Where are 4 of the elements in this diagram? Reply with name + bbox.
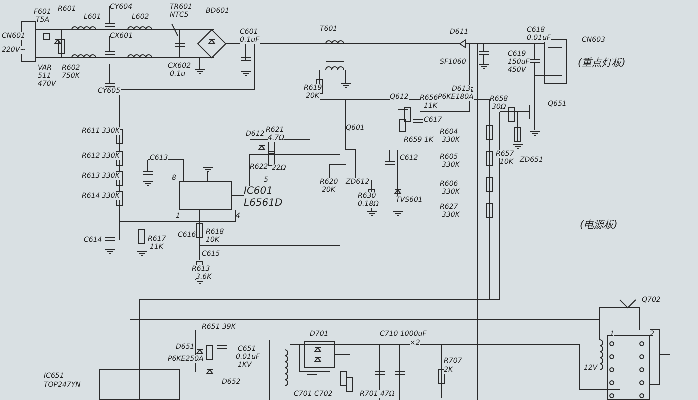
chip-label: IC601 xyxy=(244,186,274,197)
note-text: (电源板) xyxy=(580,220,618,231)
component-label: L6561D xyxy=(244,198,283,209)
note-text: (重点灯板) xyxy=(578,58,626,69)
